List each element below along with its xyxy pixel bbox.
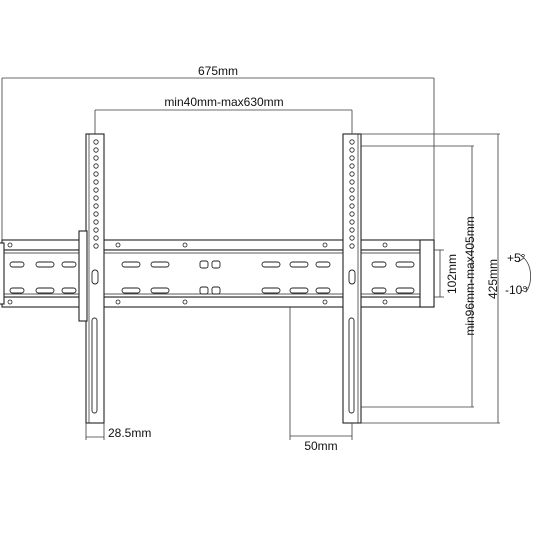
- wall-distance-label: 50mm: [304, 439, 337, 453]
- arm-width-label: 28.5mm: [108, 426, 151, 440]
- right-mounting-arm: [342, 133, 362, 424]
- arm-hole: [349, 147, 355, 153]
- arm-hole: [93, 235, 99, 241]
- arm-hole: [93, 203, 99, 209]
- rail-slots-lower: [9, 286, 415, 295]
- arm-hole: [349, 195, 355, 201]
- arm-hole: [93, 179, 99, 185]
- dimension-arm-width: 28.5mm: [85, 423, 151, 440]
- tilt-indicator: +5° -10°: [505, 251, 532, 297]
- arm-hole: [93, 147, 99, 153]
- arm-hole: [349, 243, 355, 249]
- rail-height-label: 102mm: [445, 254, 459, 294]
- tilt-down-label: -10°: [505, 283, 527, 297]
- arm-holes-right: [349, 139, 355, 249]
- arm-hole: [349, 163, 355, 169]
- arm-hole: [93, 187, 99, 193]
- overall-width-label: 675mm: [198, 64, 238, 78]
- dimension-overall-height: 425mm: [361, 133, 500, 424]
- arm-hole: [93, 211, 99, 217]
- arm-hole: [93, 171, 99, 177]
- arm-hole: [349, 235, 355, 241]
- arm-hole: [349, 171, 355, 177]
- arm-hole: [349, 139, 355, 145]
- horizontal-spacing-label: min40mm-max630mm: [164, 95, 283, 109]
- overall-height-label: 425mm: [486, 259, 500, 299]
- arm-hole: [349, 203, 355, 209]
- arm-hole: [93, 227, 99, 233]
- arm-hole: [93, 155, 99, 161]
- dimension-wall-distance: 50mm: [289, 307, 353, 453]
- arm-hole: [349, 227, 355, 233]
- rail-slots-upper: [9, 260, 415, 269]
- arm-hole: [93, 139, 99, 145]
- flange-holes: [7, 242, 388, 305]
- vertical-spacing-label: min96mm-max405mm: [463, 216, 477, 335]
- arm-hole: [93, 163, 99, 169]
- dimension-rail-height: 102mm: [434, 249, 459, 298]
- arm-hole: [349, 211, 355, 217]
- dimension-horizontal-spacing: min40mm-max630mm: [94, 95, 353, 134]
- arm-holes-left: [93, 139, 99, 249]
- arm-hole: [93, 219, 99, 225]
- arm-hole: [349, 219, 355, 225]
- wall-plate: [0, 239, 435, 308]
- arm-hole: [93, 243, 99, 249]
- dimension-vertical-spacing: min96mm-max405mm: [361, 145, 477, 408]
- tilt-up-label: +5°: [507, 251, 526, 265]
- arm-hole: [349, 187, 355, 193]
- left-mounting-arm: [78, 133, 105, 424]
- arm-hole: [349, 155, 355, 161]
- arm-hole: [349, 179, 355, 185]
- dimension-overall-width: 675mm: [1, 64, 435, 240]
- arm-hole: [93, 195, 99, 201]
